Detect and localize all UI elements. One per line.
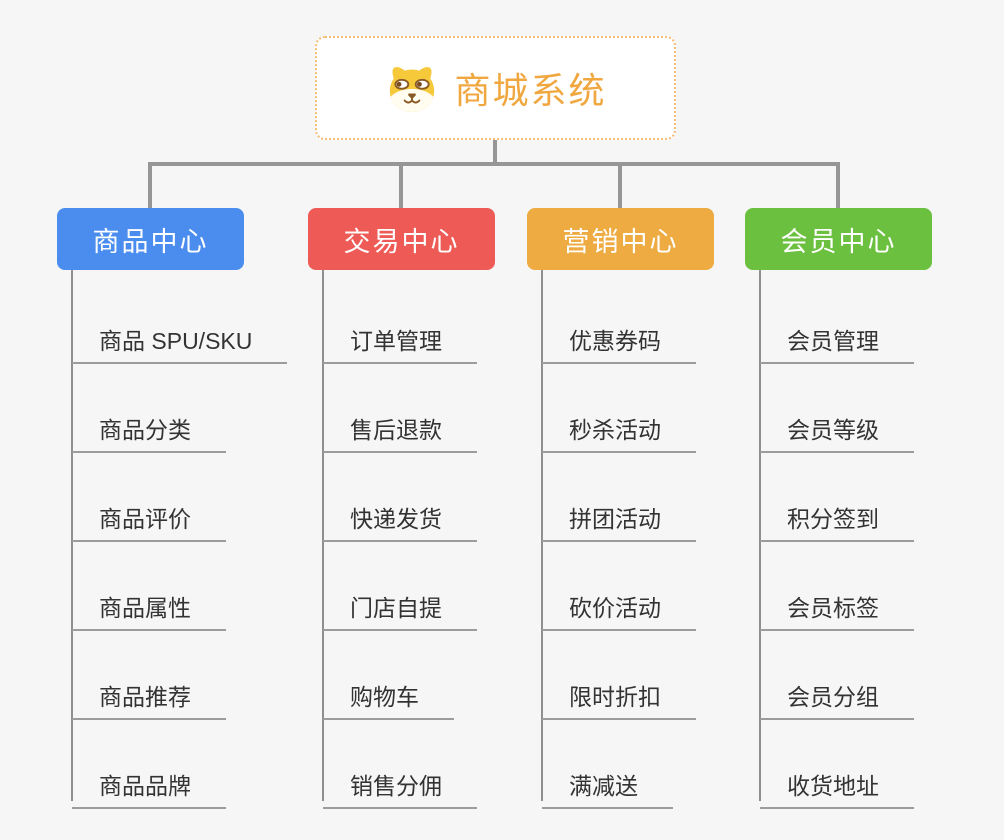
- leaf-store-pickup[interactable]: 门店自提: [323, 581, 477, 631]
- root-node-mall-system[interactable]: 商城系统: [315, 36, 676, 140]
- leaf-member-level[interactable]: 会员等级: [760, 403, 914, 453]
- connector-drop-product: [148, 164, 152, 208]
- node-marketing-center[interactable]: 营销中心: [527, 208, 714, 270]
- leaf-product-spu-sku[interactable]: 商品 SPU/SKU: [72, 314, 288, 364]
- node-product-center[interactable]: 商品中心: [57, 208, 244, 270]
- branch-member-center: 会员中心 会员管理 会员等级 积分签到 会员标签 会员分组 收货地址: [745, 208, 997, 809]
- leaf-shopping-cart[interactable]: 购物车: [323, 670, 454, 720]
- leaf-member-groups[interactable]: 会员分组: [760, 670, 914, 720]
- leaf-member-tags[interactable]: 会员标签: [760, 581, 914, 631]
- leaf-spend-and-save[interactable]: 满减送: [542, 759, 673, 809]
- branch-trunk-line: [71, 270, 73, 801]
- leaf-aftersale-refund[interactable]: 售后退款: [323, 403, 477, 453]
- branch-marketing-center: 营销中心 优惠券码 秒杀活动 拼团活动 砍价活动 限时折扣 满减送: [527, 208, 779, 809]
- branch-trade-center: 交易中心 订单管理 售后退款 快递发货 门店自提 购物车 销售分佣: [308, 208, 560, 809]
- leaf-product-recommend[interactable]: 商品推荐: [72, 670, 226, 720]
- leaf-product-category[interactable]: 商品分类: [72, 403, 226, 453]
- leaf-bargain-activity[interactable]: 砍价活动: [542, 581, 696, 631]
- connector-bus: [148, 162, 840, 166]
- connector-root-drop: [493, 140, 497, 166]
- connector-drop-member: [836, 164, 840, 208]
- leaf-group-buy[interactable]: 拼团活动: [542, 492, 696, 542]
- branch-trunk-line: [759, 270, 761, 801]
- leaf-product-brand[interactable]: 商品品牌: [72, 759, 226, 809]
- branch-product-center: 商品中心 商品 SPU/SKU 商品分类 商品评价 商品属性 商品推荐 商品品牌: [57, 208, 309, 809]
- leaf-shipping-address[interactable]: 收货地址: [760, 759, 914, 809]
- leaf-product-review[interactable]: 商品评价: [72, 492, 226, 542]
- branch-trunk-line: [541, 270, 543, 801]
- branch-trunk-line: [322, 270, 324, 801]
- leaf-limited-time-discount[interactable]: 限时折扣: [542, 670, 696, 720]
- connector-drop-marketing: [618, 164, 622, 208]
- leaf-flash-sale[interactable]: 秒杀活动: [542, 403, 696, 453]
- root-title: 商城系统: [454, 70, 607, 111]
- dog-face-icon: [390, 67, 435, 113]
- leaf-coupon-code[interactable]: 优惠券码: [542, 314, 696, 364]
- leaf-points-checkin[interactable]: 积分签到: [760, 492, 914, 542]
- node-trade-center[interactable]: 交易中心: [308, 208, 495, 270]
- node-member-center[interactable]: 会员中心: [745, 208, 932, 270]
- leaf-order-management[interactable]: 订单管理: [323, 314, 477, 364]
- leaf-member-management[interactable]: 会员管理: [760, 314, 914, 364]
- leaf-product-attribute[interactable]: 商品属性: [72, 581, 226, 631]
- leaf-sales-commission[interactable]: 销售分佣: [323, 759, 477, 809]
- leaf-express-delivery[interactable]: 快递发货: [323, 492, 477, 542]
- connector-drop-trade: [399, 164, 403, 208]
